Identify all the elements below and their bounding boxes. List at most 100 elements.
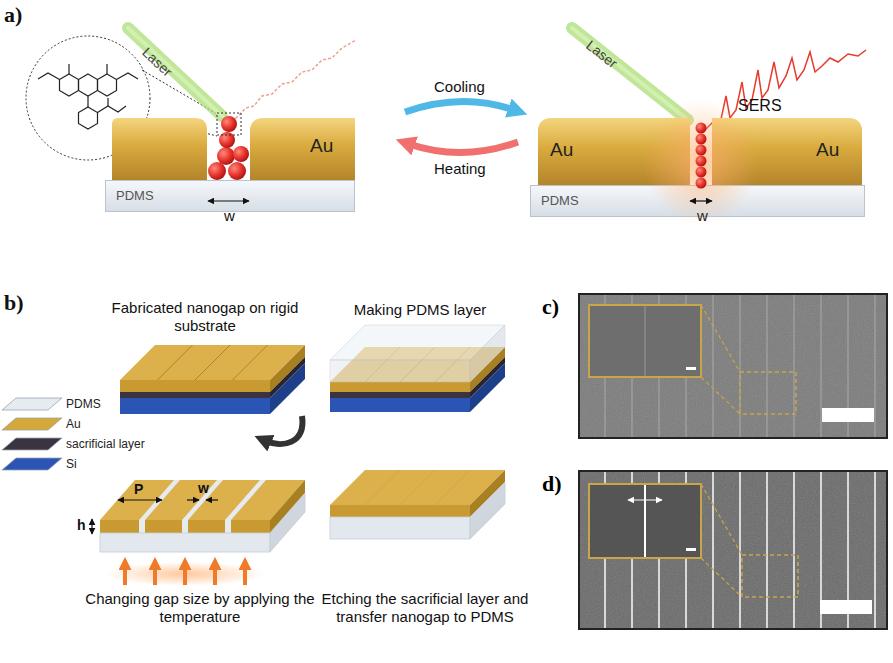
dye-molecules [696,123,707,189]
dye-molecules [233,146,249,162]
rigid-substrate-stack [120,398,270,414]
dye-molecules [228,162,246,180]
process-label: Cooling [434,78,485,96]
dye-molecules [696,134,707,145]
sem-image [701,558,742,597]
dye-molecules [696,145,707,156]
heat-arrows [213,566,217,585]
sem-image [580,295,886,437]
legend-swatch [2,398,62,410]
gold-electrode: Au [712,118,862,185]
sem-image [580,472,886,628]
legend-text: Au [66,417,81,431]
nanogap-strips-on-pdms [188,520,225,533]
legend-swatch-box [2,396,64,412]
sem-image [742,555,798,597]
layer-label: PDMS [116,189,154,203]
molecule-structure [79,107,98,129]
dye-molecules [208,162,226,180]
sem-image [580,295,886,437]
rigid-substrate-stack [158,345,268,380]
heat-arrows [183,566,187,585]
legend-swatch [2,438,62,450]
sem-image [645,306,646,376]
molecule-structure [98,74,117,96]
gap-width-arrow [208,200,249,201]
gold-electrode: Au [250,118,355,180]
beam-label: Laser [583,37,621,72]
transferred-film [470,482,505,539]
panel-letter: d) [542,472,562,496]
heat-arrows [105,562,265,586]
gap-width-arrow [690,200,712,201]
molecule-structure [38,73,60,80]
panel-letter: b) [4,290,24,316]
sem-image [701,484,742,555]
signal-label: SERS [738,96,782,115]
legend-swatch [2,418,62,430]
molecule-structure [117,73,139,80]
transferred-film [330,470,505,539]
molecule-structure [87,96,88,107]
dimension-label: w [198,480,209,497]
nanogap-strips-on-pdms [92,480,305,552]
sem-image [580,295,886,437]
dye-molecules [217,147,235,165]
heating-arrow [409,142,518,153]
step-caption: Making PDMS layer [330,301,510,319]
focus-box [217,113,241,135]
dye-molecules [208,113,249,180]
heat-arrows [123,566,127,585]
sem-image [644,485,646,557]
process-label: Heating [434,160,486,178]
rigid-substrate-stack [120,392,270,398]
step-caption: Etching the sacrificial layer and transf… [318,590,532,626]
laser-beam [572,28,688,120]
heat-arrows [243,566,247,585]
heat-arrows [105,562,265,586]
process-arrow [266,416,302,444]
dye-molecules [219,132,235,148]
nanogap-strips-on-pdms [145,520,182,533]
nanogap-strips-on-pdms [231,520,270,533]
panel-letter: a) [4,2,22,28]
molecule-structure [60,74,79,96]
step-caption: Changing gap size by applying the temper… [70,590,330,626]
nanogap-strips-on-pdms [100,480,305,533]
sem-image [686,548,696,551]
legend-swatch-box [2,436,64,452]
rigid-substrate-stack [120,345,305,414]
pdms-cast-stack [330,398,470,412]
nanogap-strips-on-pdms [100,520,139,533]
laser-beam [128,28,222,116]
sem-image [701,305,740,372]
sem-image [589,484,701,558]
rigid-substrate-stack [270,363,305,414]
legend-text: Si [66,457,77,471]
dimension-label: w [697,207,708,225]
dimension-label: P [134,481,143,498]
laser-beam [572,28,688,120]
dimension-label: w [224,207,235,225]
legend-text: PDMS [66,397,101,411]
dye-molecules [221,116,237,132]
sem-panel-frame: c) [578,293,888,439]
legend-swatch-box [2,416,64,432]
gap-arrow [187,499,199,500]
sem-image [686,367,696,370]
pdms-cast-stack [330,325,505,412]
sem-panel-frame: d) [578,470,888,630]
nanogap-strips-on-pdms [270,493,305,552]
sem-image [580,472,886,628]
height-arrow [91,519,92,534]
layer-label: PDMS [541,194,579,208]
sem-image [605,295,875,437]
molecule-structure [68,64,69,74]
molecule-structure [106,64,107,74]
beam-label: Laser [139,44,176,80]
dimension-label: h [77,517,86,534]
material-label: Au [550,140,573,161]
dye-molecules [696,178,707,189]
sem-image [822,408,874,422]
